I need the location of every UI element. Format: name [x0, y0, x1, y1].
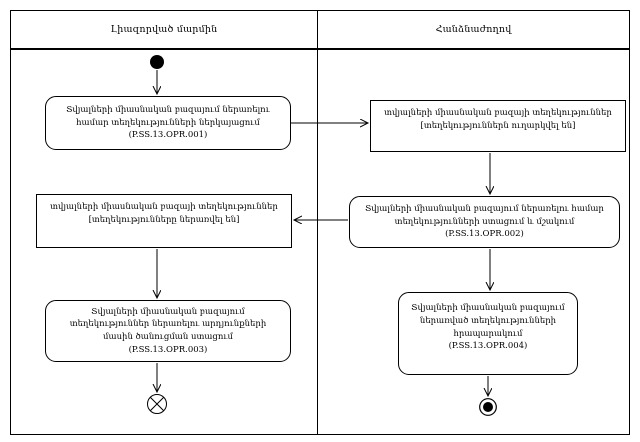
action-code: (P.SS.13.OPR.001) [128, 130, 208, 141]
object-state: [տեղեկությունները ներառվել են] [88, 214, 240, 225]
object-title: տվյալների միասնական բազայի տեղեկությունն… [50, 202, 278, 212]
action-title: Տվյալների միասնական բազայում տեղեկությու… [69, 306, 267, 343]
action-node-opr-001: Տվյալների միասնական բազայում ներառելու հ… [45, 96, 291, 150]
action-node-opr-003: Տվյալների միասնական բազայում տեղեկությու… [45, 300, 291, 362]
lane-divider [317, 50, 318, 434]
action-code: (P.SS.13.OPR.002) [445, 229, 524, 240]
object-title: տվյալների միասնական բազայի տեղեկությունն… [384, 108, 612, 118]
action-node-opr-004: Տվյալների միասնական բազայում ներառված տե… [398, 292, 578, 375]
action-code: (P.SS.13.OPR.003) [128, 344, 208, 355]
action-title: Տվյալների միասնական բազայում ներառված տե… [411, 303, 565, 339]
action-node-opr-002: Տվյալների միասնական բազայում ներառելու հ… [349, 196, 620, 248]
lane-header-authorized-body: Լիազորված մարմին [11, 11, 318, 48]
action-title: Տվյալների միասնական բազայում ներառելու հ… [365, 203, 604, 227]
object-node-info-included: տվյալների միասնական բազայի տեղեկությունն… [36, 194, 292, 248]
object-node-info-sent: տվյալների միասնական բազայի տեղեկությունն… [370, 100, 626, 152]
diagram-frame: Լիազորված մարմին Հանձնաժողով [10, 10, 630, 435]
lane-header-row: Լիազորված մարմին Հանձնաժողով [11, 11, 629, 50]
object-state: [տեղեկություններն ուղարկվել են] [420, 120, 576, 131]
action-code: (P.SS.13.OPR.004) [448, 341, 528, 352]
lane-header-commission: Հանձնաժողով [435, 24, 512, 35]
action-title: Տվյալների միասնական բազայում ներառելու հ… [66, 104, 270, 128]
